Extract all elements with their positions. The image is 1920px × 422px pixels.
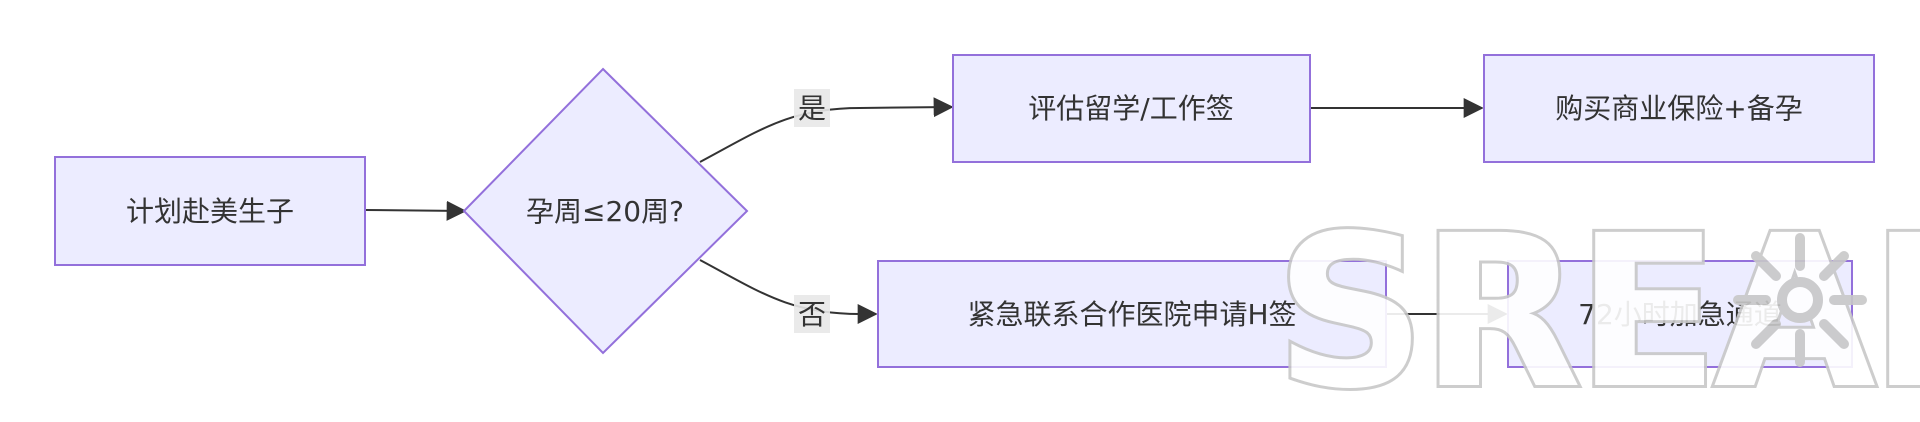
node-insurance-label: 购买商业保险+备孕	[1555, 92, 1802, 125]
watermark-text: SREAD	[1275, 190, 1920, 422]
edge-decision-to-emergency	[699, 259, 878, 324]
watermark: SREAD	[1272, 187, 1920, 422]
node-plan-label: 计划赴美生子	[126, 195, 294, 228]
node-assess-visa-label: 评估留学/工作签	[1028, 92, 1233, 125]
edges	[365, 97, 1508, 324]
node-assess-visa[interactable]: 评估留学/工作签	[952, 54, 1311, 163]
edge-decision-to-assess	[699, 97, 954, 163]
edge-label-yes: 是	[798, 92, 826, 125]
node-plan[interactable]: 计划赴美生子	[54, 156, 366, 266]
edge-label-yes-group: 是	[794, 89, 830, 127]
node-decision-label: 孕周≤20周?	[526, 195, 684, 228]
node-decision[interactable]: 孕周≤20周?	[462, 67, 749, 355]
edge-label-no-group: 否	[794, 295, 830, 333]
edge-plan-to-decision	[365, 200, 467, 221]
node-emergency-label: 紧急联系合作医院申请H签	[967, 298, 1296, 331]
sun-burst-icon	[1733, 233, 1867, 367]
node-insurance[interactable]: 购买商业保险+备孕	[1483, 54, 1875, 163]
node-emergency[interactable]: 紧急联系合作医院申请H签	[877, 260, 1387, 368]
edge-label-no: 否	[798, 298, 826, 331]
